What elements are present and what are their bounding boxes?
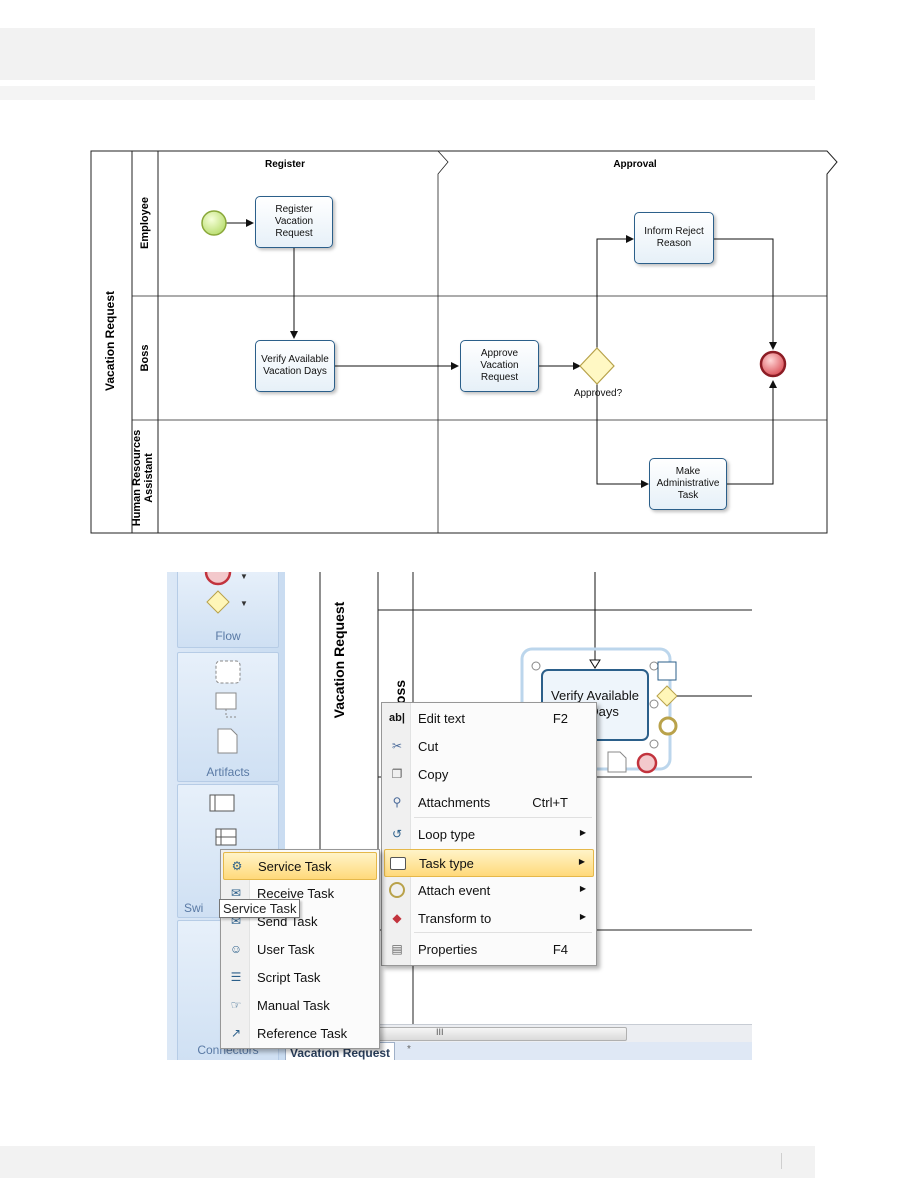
submenu-item-reference-task[interactable]: ↗ Reference Task xyxy=(223,1020,377,1046)
copy-icon: ❐ xyxy=(391,767,403,781)
toolbox-caption-artifacts: Artifacts xyxy=(206,765,250,779)
menu-item-attachments[interactable]: ⚲ Attachments Ctrl+T xyxy=(384,789,594,815)
submenu-item-user-task[interactable]: ☺ User Task xyxy=(223,936,377,962)
quick-add-data-object-icon[interactable] xyxy=(607,751,627,773)
end-event-tool-icon xyxy=(204,572,232,586)
user-task-icon: ☺ xyxy=(229,942,243,956)
phase-label-approval: Approval xyxy=(613,159,657,170)
annotation-tool-icon[interactable] xyxy=(215,692,237,710)
editor-screenshot: ▼ ▼ Flow Artifacts Swi xyxy=(167,572,752,1060)
bpmn-diagram: Vacation Request Employee Boss Human Res… xyxy=(90,150,840,535)
task-approve-vacation-request: Approve Vacation Request xyxy=(460,340,539,392)
svg-text:▼: ▼ xyxy=(240,599,248,608)
script-task-icon: ☰ xyxy=(230,970,242,984)
menu-item-cut[interactable]: ✂ Cut xyxy=(384,733,594,759)
paperclip-icon: ⚲ xyxy=(392,795,402,809)
submenu-item-manual-task[interactable]: ☞ Manual Task xyxy=(223,992,377,1018)
task-register-vacation-request: Register Vacation Request xyxy=(255,196,333,248)
event-icon xyxy=(388,881,406,899)
submenu-item-script-task[interactable]: ☰ Script Task xyxy=(223,964,377,990)
manual-task-icon: ☞ xyxy=(230,998,242,1012)
quick-add-task-icon[interactable] xyxy=(657,661,677,681)
toolbox-group-artifacts: Artifacts xyxy=(177,652,279,782)
toolbox-caption-flow: Flow xyxy=(215,629,241,643)
task-verify-available-vacation-days: Verify Available Vacation Days xyxy=(255,340,335,392)
menu-item-edit-text[interactable]: ab| Edit text F2 xyxy=(389,711,568,726)
page-number-divider xyxy=(781,1153,782,1169)
submenu-item-service-task[interactable]: ⚙ Service Task xyxy=(223,852,377,880)
quick-add-intermediate-event-icon[interactable] xyxy=(658,716,678,736)
lane-label-boss: Boss xyxy=(139,344,151,372)
lane-label-employee: Employee xyxy=(139,197,151,249)
edit-text-icon: ab| xyxy=(389,712,405,724)
page-header-band xyxy=(0,28,815,80)
menu-item-copy[interactable]: ❐ Copy xyxy=(384,761,594,787)
start-event xyxy=(201,210,227,236)
scissors-icon: ✂ xyxy=(391,739,403,753)
page-footer-band xyxy=(0,1146,815,1178)
reference-task-icon: ↗ xyxy=(230,1026,242,1040)
page-header-underline xyxy=(0,86,815,100)
gateway-tool-icon xyxy=(206,590,230,614)
tooltip: Service Task xyxy=(219,899,301,918)
canvas-pool-label: Vacation Request xyxy=(331,601,347,719)
menu-item-transform-to[interactable]: ◆ Transform to ▶ xyxy=(384,905,594,931)
service-task-icon: ⚙ xyxy=(231,859,243,873)
toolbox-caption-swimlanes: Swi xyxy=(184,901,204,915)
data-object-tool-icon[interactable] xyxy=(217,728,238,754)
submenu-arrow-icon: ▶ xyxy=(578,857,585,866)
quick-add-gateway-icon[interactable] xyxy=(656,685,678,707)
send-task-icon: ✉ xyxy=(230,914,242,928)
loop-icon: ↺ xyxy=(391,827,403,841)
task-icon xyxy=(389,854,407,872)
transform-icon: ◆ xyxy=(392,911,402,925)
phase-label-register: Register xyxy=(264,159,305,170)
menu-item-task-type[interactable]: Task type ▶ xyxy=(384,849,594,877)
menu-item-loop-type[interactable]: ↺ Loop type ▶ xyxy=(384,821,594,847)
gateway-label: Approved? xyxy=(573,388,623,399)
quick-add-end-event-icon[interactable] xyxy=(636,752,658,774)
receive-task-icon: ✉ xyxy=(230,886,242,900)
pool-label: Vacation Request xyxy=(103,290,117,391)
context-menu: ab| Edit text F2 ✂ Cut ❐ Copy ⚲ Attachme… xyxy=(381,702,597,966)
exclusive-gateway xyxy=(579,347,615,385)
submenu-arrow-icon: ▶ xyxy=(579,828,586,837)
svg-text:▼: ▼ xyxy=(240,572,248,581)
scrollbar-grip: III xyxy=(436,1027,444,1037)
task-make-administrative-task: Make Administrative Task xyxy=(649,458,727,510)
submenu-item-receive-task[interactable]: ✉ Receive Task xyxy=(223,880,377,906)
group-tool-icon[interactable] xyxy=(215,660,241,684)
task-type-submenu: ⚙ Service Task ✉ Receive Task ✉ Send Tas… xyxy=(220,849,380,1049)
menu-item-properties[interactable]: ▤ Properties F4 xyxy=(384,936,594,962)
pool-tool-icon[interactable] xyxy=(209,794,235,812)
toolbox-group-flow: ▼ ▼ Flow xyxy=(177,572,279,648)
end-event xyxy=(759,350,787,378)
task-inform-reject-reason: Inform Reject Reason xyxy=(634,212,714,264)
unsaved-indicator: * xyxy=(407,1044,411,1055)
properties-icon: ▤ xyxy=(391,942,403,956)
menu-item-attach-event[interactable]: Attach event ▶ xyxy=(384,877,594,903)
flow-shapes: ▼ ▼ xyxy=(204,572,248,614)
lane-label-hr-assistant: Human Resources Assistant xyxy=(131,429,155,527)
submenu-arrow-icon: ▶ xyxy=(579,912,586,921)
sequence-flows xyxy=(222,219,777,488)
submenu-arrow-icon: ▶ xyxy=(579,884,586,893)
